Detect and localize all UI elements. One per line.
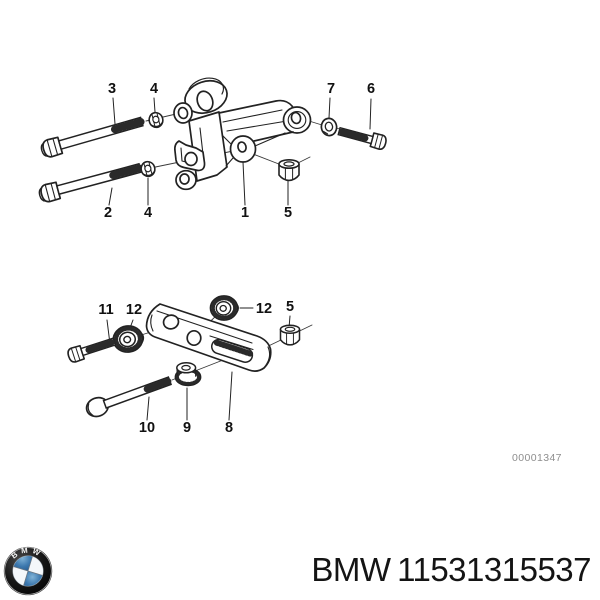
- bmw-logo-icon: BMW: [3, 546, 53, 596]
- callout-part-9: 9: [183, 420, 191, 436]
- image-code: 00001347: [512, 452, 562, 464]
- nut-4-lower: [138, 159, 158, 179]
- callout-part-12a: 12: [126, 302, 142, 318]
- bushing-12-left: [112, 324, 145, 354]
- nut-5-top: [278, 159, 300, 182]
- callout-part-3: 3: [108, 81, 116, 97]
- top-callouts: 3 4 7 6 2 4 1 5: [104, 81, 375, 221]
- nut-9: [173, 361, 203, 387]
- bracket-1: [173, 77, 312, 191]
- callout-part-5b: 5: [286, 299, 294, 315]
- bushing-12-upper: [208, 294, 241, 322]
- callout-part-11: 11: [98, 302, 113, 318]
- leader-lines-2: [106, 307, 291, 421]
- roundel-quadrants: [13, 556, 43, 586]
- callout-part-4b: 4: [144, 205, 152, 221]
- callout-part-7: 7: [327, 81, 335, 97]
- callout-part-1: 1: [241, 205, 249, 221]
- bolt-3: [39, 113, 144, 158]
- callout-part-5: 5: [284, 205, 292, 221]
- callout-part-8: 8: [225, 420, 233, 436]
- bolt-10: [84, 372, 173, 419]
- bolt-11: [67, 335, 117, 364]
- part-number-text: 11531315537: [397, 551, 591, 588]
- callout-part-2: 2: [104, 205, 112, 221]
- bolt-6: [337, 124, 387, 150]
- nut-5-bottom: [279, 324, 301, 346]
- bottom-diagram: 11 12 12 5 10 9 8: [67, 294, 313, 436]
- callout-part-10: 10: [139, 420, 155, 436]
- bar-8: [145, 303, 272, 372]
- bottom-callouts: 11 12 12 5 10 9 8: [98, 299, 294, 436]
- nut-4-upper: [146, 110, 166, 130]
- callout-part-4a: 4: [150, 81, 158, 97]
- leader-lines: [108, 97, 372, 206]
- brand-text: BMW: [311, 551, 391, 588]
- top-diagram: 3 4 7 6 2 4 1 5: [37, 77, 387, 221]
- callout-part-6: 6: [367, 81, 375, 97]
- bolt-2: [37, 160, 142, 204]
- callout-part-12b: 12: [256, 301, 272, 317]
- washer-7: [319, 116, 339, 138]
